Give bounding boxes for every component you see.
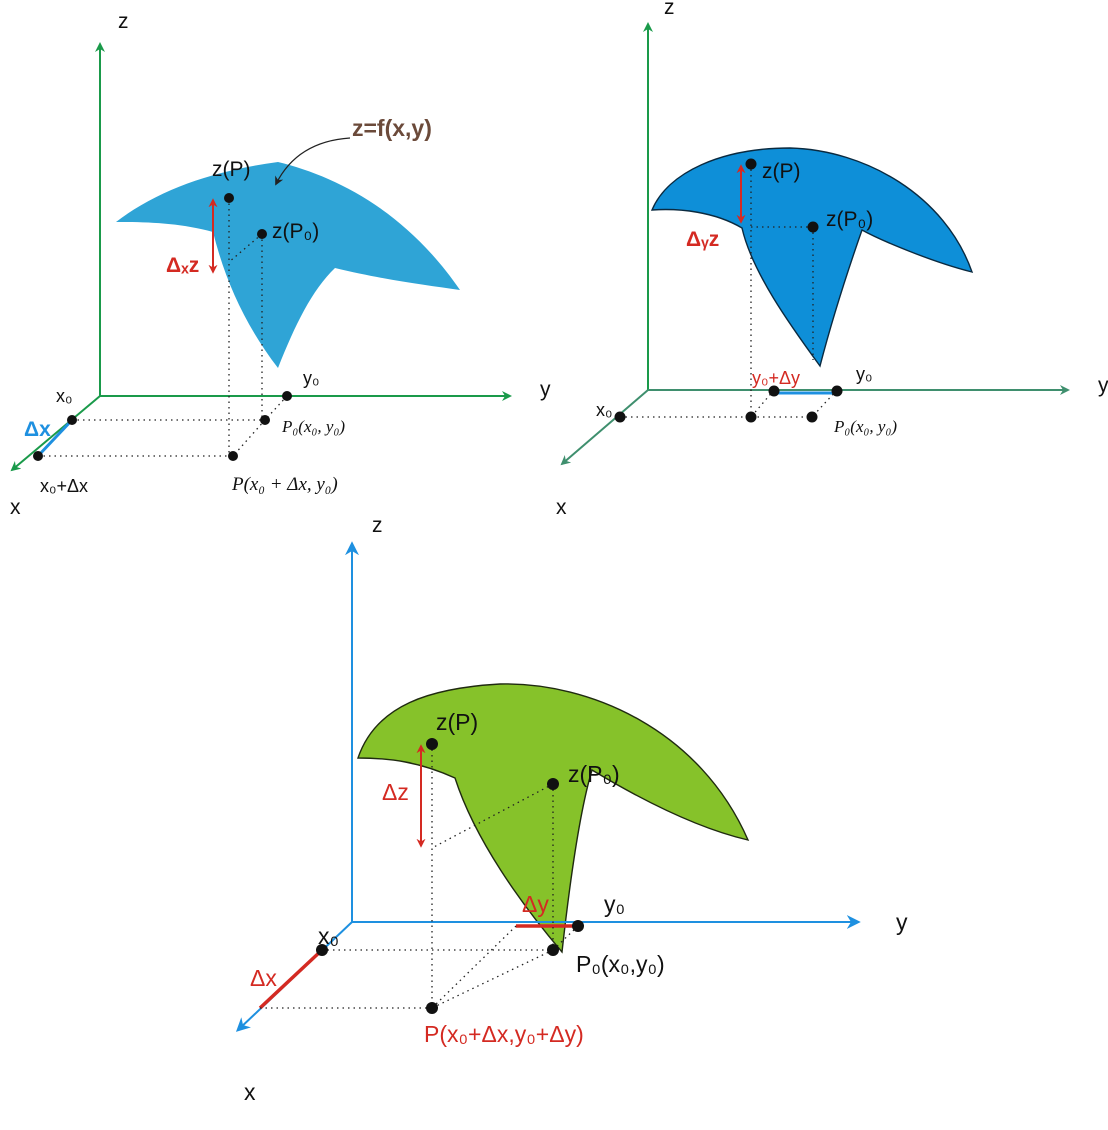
z-axis-label-a: z: [118, 10, 129, 33]
y-axis-label-a: y: [540, 378, 551, 401]
point-z-p0-b: [807, 221, 819, 233]
surface-label: z=f(x,y): [352, 115, 432, 141]
p0-label-a: P₀(x₀, y₀): [281, 417, 345, 436]
point-x0-b: [614, 411, 626, 423]
z-p-label-c: z(P): [436, 709, 478, 735]
point-x0-a: [67, 415, 77, 425]
point-z-p0-a: [257, 229, 267, 239]
z-axis-label-b: z: [664, 0, 675, 19]
x0-label-a: x₀: [56, 386, 72, 406]
delta-x-label-a: Δx: [24, 418, 51, 441]
y0-label-a: y₀: [303, 368, 319, 388]
delta-y-label-c: Δy: [522, 891, 549, 917]
p-label-c: P(x₀+Δx,y₀+Δy): [424, 1021, 584, 1047]
delta-x-segment-a: [36, 418, 74, 458]
x-axis-label-a: x: [10, 496, 21, 519]
x-axis-b: [560, 389, 649, 466]
point-z-p-b: [745, 158, 757, 170]
z-p-label-a: z(P): [212, 158, 251, 181]
point-y0-a: [282, 391, 292, 401]
z-p-label-b: z(P): [762, 160, 801, 183]
point-z-p0-c: [547, 778, 559, 790]
point-z-p-a: [224, 193, 234, 203]
delta-z-label-a: Δₓz: [166, 254, 199, 277]
panel-a: z y x z=f(x,y) z(P) z(P₀) Δₓz x₀ y₀ Δx x…: [10, 10, 551, 519]
point-p0-c: [547, 944, 559, 956]
delta-z-label-c: Δz: [382, 779, 409, 805]
z-axis-label-c: z: [372, 514, 383, 537]
point-p0-a: [260, 415, 270, 425]
p-label-a: P(x₀ + Δx, y₀): [231, 474, 338, 495]
y0-label-b: y₀: [856, 364, 872, 384]
x0-label-b: x₀: [596, 400, 612, 420]
point-y0-c: [572, 920, 584, 932]
delta-x-segment-c: [258, 948, 324, 1010]
x-axis-label-b: x: [556, 496, 567, 519]
surface-b: [650, 147, 974, 368]
point-p-a: [228, 451, 238, 461]
point-z-p-c: [426, 738, 438, 750]
y-axis-label-b: y: [1098, 374, 1108, 397]
delta-z-label-b: Δᵧz: [686, 228, 719, 251]
z-p0-label-c: z(P₀): [568, 761, 620, 787]
surface-a: [116, 162, 460, 368]
y-axis-label-c: y: [896, 909, 908, 935]
x0-label-c: x₀: [318, 923, 339, 949]
p0-label-c: P₀(x₀,y₀): [576, 951, 665, 977]
x0-plus-dx-label-a: x₀+Δx: [40, 476, 88, 496]
point-p0-b: [806, 411, 818, 423]
x-axis-a: [10, 395, 101, 472]
x-axis-label-c: x: [244, 1079, 256, 1105]
point-x0-y0-dy-b: [745, 411, 757, 423]
y0-label-c: y₀: [604, 891, 625, 917]
point-y0-b: [831, 385, 843, 397]
surface-pointer-arrow: [275, 137, 351, 186]
delta-x-label-c: Δx: [250, 965, 277, 991]
point-p-c: [426, 1002, 438, 1014]
z-p0-label-a: z(P₀): [272, 220, 319, 243]
point-x0-dx-a: [33, 451, 43, 461]
point-y0-dy-b: [768, 385, 780, 397]
p0-label-b: P₀(x₀, y₀): [833, 417, 897, 436]
panel-b: z y x z(P) z(P₀) Δᵧz x₀ y₀ y₀+Δy P₀(x₀, …: [556, 0, 1108, 519]
point-x0-c: [316, 944, 328, 956]
panel-c: z y x z(P) z(P₀) Δz x₀ y₀ Δx Δy P₀(x₀,y₀…: [235, 514, 908, 1105]
y0-plus-dy-label-b: y₀+Δy: [752, 368, 800, 388]
z-p0-label-b: z(P₀): [826, 208, 873, 231]
